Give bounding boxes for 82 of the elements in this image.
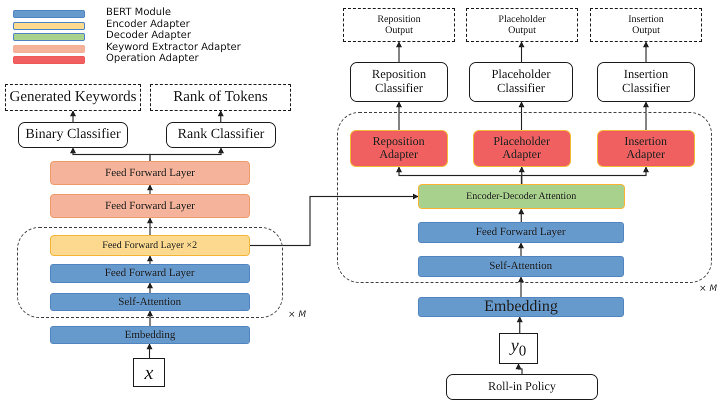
bert-layer (50, 292, 250, 311)
node-label: Feed Forward Layer (104, 267, 195, 280)
node-label: Reposition Output (376, 14, 422, 36)
bert-layer (418, 256, 624, 277)
arrow (518, 276, 524, 297)
node-label: Generated Keywords (9, 89, 137, 106)
arrow (147, 282, 153, 293)
bert-layer (50, 326, 250, 344)
legend-label: Operation Adapter (106, 53, 199, 64)
operation-adapter (350, 130, 448, 167)
encoder-adapter (50, 234, 250, 256)
arrow (396, 101, 402, 130)
decoder-adapter (418, 184, 625, 209)
node-label: Feed Forward Layer (105, 200, 195, 212)
node-label: Self-Attention (118, 296, 182, 308)
keyword-extractor-adapter (50, 194, 250, 218)
variable-label: x (144, 362, 154, 384)
node-label: Feed Forward Layer (476, 226, 566, 238)
node-label: Roll-in Policy (488, 380, 556, 394)
node-label: Reposition Adapter (372, 135, 426, 162)
bert-layer (418, 222, 624, 243)
arrow (147, 217, 153, 235)
node-label: Reposition Classifier (370, 68, 428, 96)
node-label: Feed Forward Layer ×2 (102, 240, 198, 251)
arrow (70, 110, 76, 122)
node-label: Embedding (484, 298, 558, 316)
node-label: Rank of Tokens (173, 89, 268, 106)
output-box (590, 8, 702, 42)
output-box (466, 8, 578, 42)
arrow (147, 184, 153, 194)
node-label: Insertion Output (627, 14, 665, 36)
variable-box (133, 358, 165, 387)
classifier-box (597, 62, 695, 102)
repeat-count: × M (288, 311, 306, 321)
node-label: Placeholder Adapter (492, 135, 552, 162)
classifier-box (350, 62, 448, 102)
classifier-box (469, 62, 573, 102)
arrow (520, 166, 649, 184)
classifier-box (166, 122, 276, 148)
arrow (518, 242, 524, 256)
legend-label: Keyword Extractor Adapter (106, 42, 241, 52)
operation-adapter (596, 130, 695, 167)
node-label: Embedding (124, 328, 176, 342)
node-label: Placeholder Output (497, 14, 547, 36)
operation-adapter (472, 130, 571, 167)
arrow (146, 343, 152, 358)
arrow (516, 363, 523, 374)
policy-box (446, 374, 598, 400)
variable-box (499, 333, 538, 364)
arrow (250, 194, 419, 246)
legend-label: BERT Module (106, 7, 172, 18)
legend-label: Decoder Adapter (106, 30, 191, 41)
node-label: Placeholder Classifier (490, 68, 552, 96)
arrow (518, 41, 524, 62)
arrow (518, 166, 525, 184)
node-label: Self-Attention (489, 260, 552, 272)
keyword-extractor-adapter (50, 161, 250, 185)
arrow (149, 147, 224, 161)
bert-layer (50, 264, 250, 283)
arrow (396, 41, 402, 62)
legend-label: Encoder Adapter (106, 18, 190, 30)
bert-layer (418, 297, 624, 317)
repeat-count: × M (699, 285, 718, 295)
node-label: Binary Classifier (25, 127, 121, 143)
node-label: Insertion Adapter (623, 135, 668, 162)
arrow (516, 316, 523, 333)
arrow (518, 208, 524, 222)
node-label: Encoder-Decoder Attention (466, 190, 576, 202)
node-label: Insertion Classifier (621, 68, 671, 96)
arrow (518, 101, 524, 130)
arrow (147, 255, 153, 264)
variable-label: y$_{0}$ (510, 336, 526, 361)
arrow (643, 41, 649, 62)
arrow (218, 110, 224, 122)
node-label: Feed Forward Layer (105, 166, 195, 180)
output-box (343, 8, 455, 42)
arrow (643, 101, 649, 130)
output-box (150, 84, 291, 111)
arrow (147, 310, 153, 326)
node-label: Rank Classifier (178, 127, 264, 143)
output-box (5, 84, 141, 111)
classifier-box (18, 122, 128, 148)
